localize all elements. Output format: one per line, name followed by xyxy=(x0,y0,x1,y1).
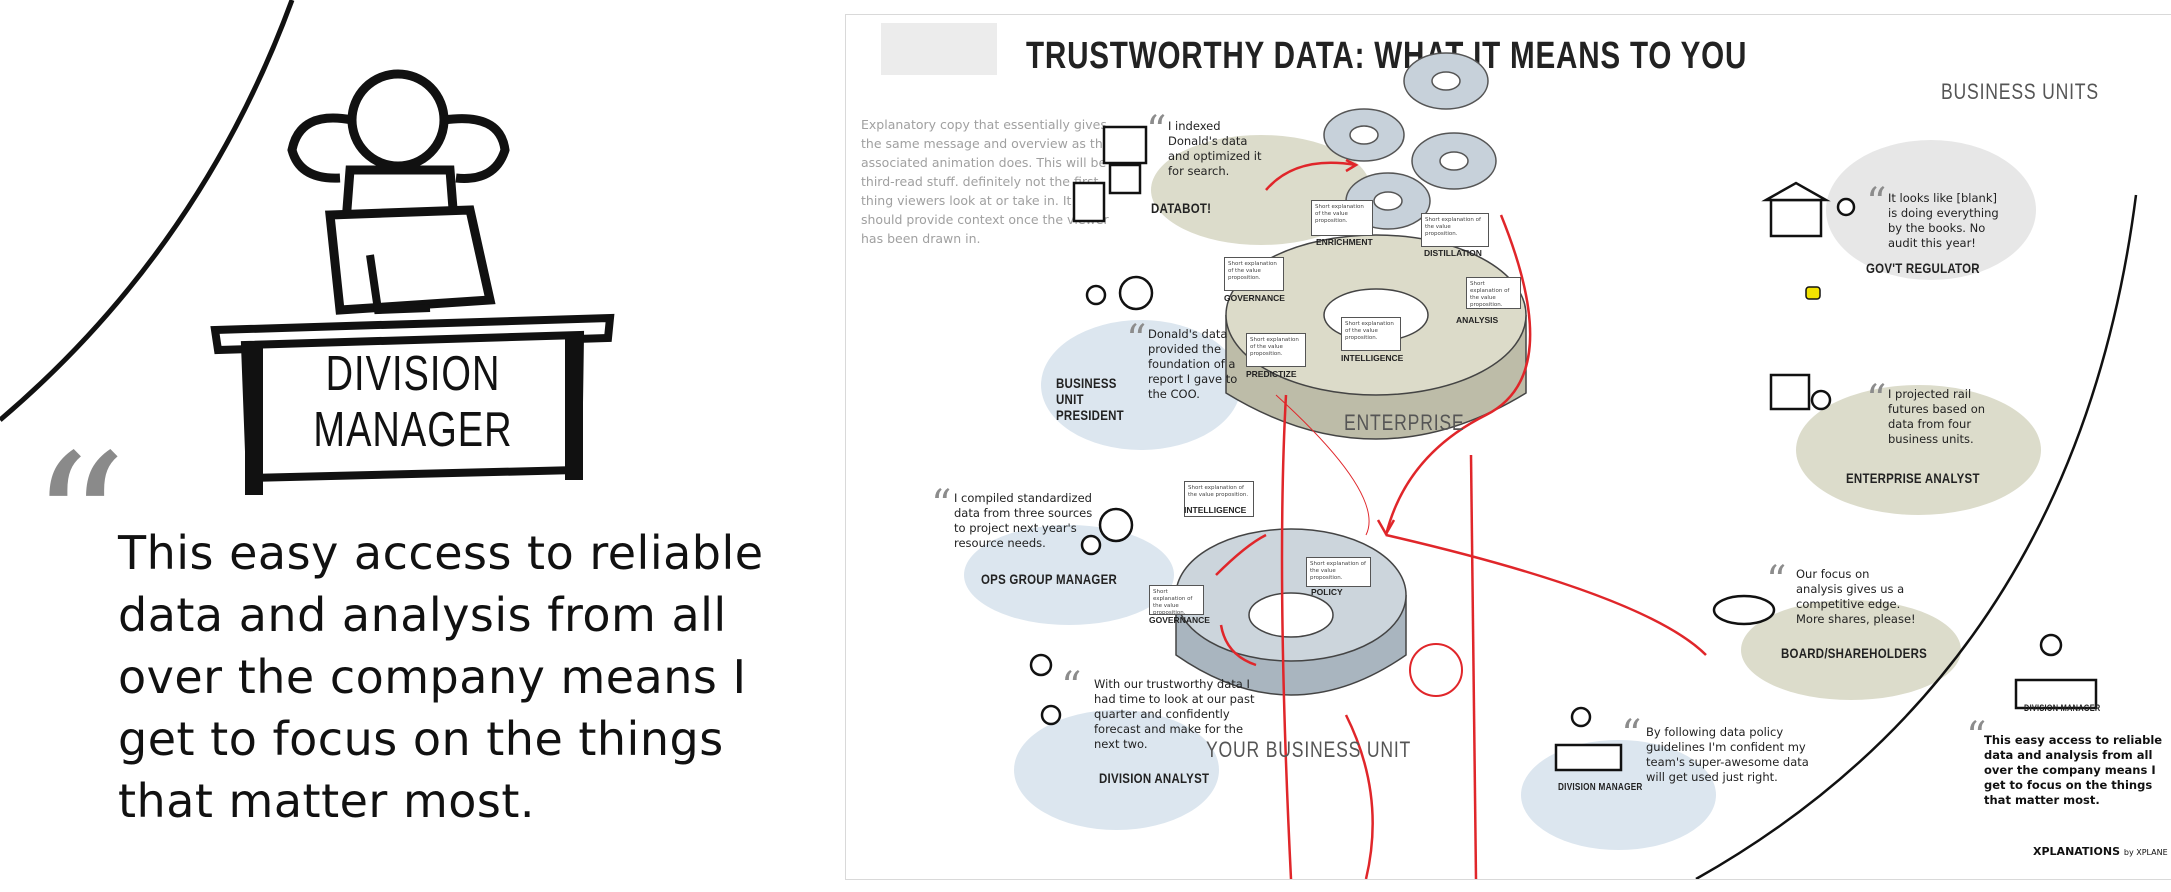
segment-governance: GOVERNANCE xyxy=(1224,293,1285,303)
division-analyst-role: DIVISION ANALYST xyxy=(1099,770,1210,786)
unit-segment-intelligence: INTELLIGENCE xyxy=(1184,505,1247,515)
poster: TRUSTWORTHY DATA: WHAT IT MEANS TO YOU E… xyxy=(845,14,2171,880)
regulator-role: GOV'T REGULATOR xyxy=(1866,260,1980,276)
segment-card: Short explanation of the value propositi… xyxy=(1224,257,1284,291)
segment-enrichment: ENRICHMENT xyxy=(1316,237,1373,247)
division-manager-quote: By following data policy guidelines I'm … xyxy=(1646,725,1809,784)
bu-president-role: BUSINESS UNIT PRESIDENT xyxy=(1056,375,1124,423)
ops-manager-quote: I compiled standardized data from three … xyxy=(954,491,1093,550)
enterprise-analyst-role: ENTERPRISE ANALYST xyxy=(1846,470,1980,486)
mini-manager-head xyxy=(2039,633,2063,657)
quote-mark-icon: “ xyxy=(1146,108,1167,154)
mini-desk-icon xyxy=(2014,678,2098,710)
enterprise-label: ENTERPRISE xyxy=(1344,410,1465,435)
xplanations-logo: XPLANATIONS by XPLANE xyxy=(2033,845,2168,858)
quote-mark-icon: “ xyxy=(30,414,128,635)
persona-icons xyxy=(1029,125,2098,772)
speech-icon xyxy=(1805,286,1821,300)
unit-segment-governance: GOVERNANCE xyxy=(1149,615,1210,625)
your-business-unit-label: YOUR BUSINESS UNIT xyxy=(1206,737,1412,762)
segment-intelligence: INTELLIGENCE xyxy=(1341,353,1404,363)
databot-quote: I indexed Donald's data and optimized it… xyxy=(1168,119,1262,178)
business-unit-ring-3 xyxy=(1411,132,1497,190)
logo-main: XPLANATIONS xyxy=(2033,845,2121,858)
courthouse-icon xyxy=(1761,181,1831,238)
enterprise-analyst-quote: I projected rail futures based on data f… xyxy=(1888,387,1986,446)
regulator-head xyxy=(1836,197,1856,217)
zoom-quote: This easy access to reliable data and an… xyxy=(118,526,764,828)
division-analyst-blob xyxy=(1014,710,1219,830)
logo-placeholder xyxy=(881,23,997,75)
ops-manager-head xyxy=(1080,534,1102,556)
quote-mark-icon: “ xyxy=(1766,558,1787,604)
board-table-icon xyxy=(1712,594,1776,626)
quote-mark-icon: “ xyxy=(931,482,952,528)
business-units-label: BUSINESS UNITS xyxy=(1941,79,2099,104)
desk-icon xyxy=(1554,743,1623,772)
regulator-blob xyxy=(1826,140,2036,280)
board-blob xyxy=(1741,600,1961,700)
segment-card: Short explanation of the value propositi… xyxy=(1246,333,1306,367)
business-unit-ring-2 xyxy=(1403,52,1489,110)
division-manager-role: DIVISION MANAGER xyxy=(1558,782,1643,793)
logo-sub: by XPLANE xyxy=(2123,848,2168,857)
segment-card: Short explanation of the value propositi… xyxy=(1311,200,1373,236)
zoom-panel: DIVISION MANAGER “ This easy access to r… xyxy=(0,0,840,892)
robot-icon xyxy=(1072,125,1148,223)
mini-desk-label: DIVISION MANAGER xyxy=(2024,703,2101,713)
report-icon xyxy=(1098,507,1134,543)
person-left-arm xyxy=(287,113,353,183)
enterprise-analyst-blob xyxy=(1796,385,2041,515)
person-right-arm xyxy=(443,114,510,183)
laptop xyxy=(325,205,496,315)
board-role: BOARD/SHAREHOLDERS xyxy=(1781,645,1928,661)
division-manager-illustration xyxy=(0,0,615,495)
lightbulb-icon xyxy=(1029,653,1053,677)
mini-quote: This easy access to reliable data and an… xyxy=(1984,733,2163,807)
regulator-quote: It looks like [blank] is doing everythin… xyxy=(1888,191,1999,250)
quote-mark-icon: “ xyxy=(1621,712,1642,758)
panel-divider-line xyxy=(0,0,295,422)
segment-predictize: PREDICTIZE xyxy=(1246,369,1297,379)
ops-manager-blob xyxy=(964,525,1174,625)
division-manager-head xyxy=(1570,706,1592,728)
explanatory-copy: Explanatory copy that essentially gives … xyxy=(861,117,1111,246)
desk-leg-right xyxy=(565,335,583,480)
ops-manager-role: OPS GROUP MANAGER xyxy=(981,571,1118,587)
segment-distillation: DISTILLATION xyxy=(1424,248,1482,258)
division-analyst-quote: With our trustworthy data I had time to … xyxy=(1094,677,1255,751)
report-icon xyxy=(1118,275,1154,311)
business-unit-ring-1 xyxy=(1323,108,1405,162)
quote-mark-icon: “ xyxy=(1061,664,1082,710)
segment-card: Short explanation of the value propositi… xyxy=(1341,317,1401,351)
president-head xyxy=(1085,284,1107,306)
quote-mark-icon: “ xyxy=(1126,317,1147,363)
segment-card: Short explanation of the value propositi… xyxy=(1184,481,1254,517)
poster-arc-line xyxy=(1695,194,2138,879)
analyst-head xyxy=(1810,389,1832,411)
segment-analysis: ANALYSIS xyxy=(1456,315,1499,325)
segment-card: Short explanation of the value propositi… xyxy=(1306,557,1371,587)
division-analyst-head xyxy=(1040,704,1062,726)
poster-title: TRUSTWORTHY DATA: WHAT IT MEANS TO YOU xyxy=(1026,35,1748,77)
segment-card: Short explanation of the value propositi… xyxy=(1466,277,1521,309)
bu-president-quote: Donald's data provided the foundation of… xyxy=(1148,327,1238,401)
quote-mark-icon: “ xyxy=(1966,714,1987,760)
bu-president-blob xyxy=(1041,320,1241,450)
desk-label: DIVISION MANAGER xyxy=(313,347,513,458)
segment-card: Short explanation of the value propositi… xyxy=(1421,213,1489,247)
segment-card: Short explanation of the value propositi… xyxy=(1149,585,1204,616)
red-flow-arrows xyxy=(1215,158,1707,879)
unit-segment-policy: POLICY xyxy=(1311,587,1343,597)
board-quote: Our focus on analysis gives us a competi… xyxy=(1796,567,1916,626)
chart-board-icon xyxy=(1769,373,1811,411)
databot-role: DATABOT! xyxy=(1151,200,1212,216)
desk-leg-left xyxy=(245,345,263,495)
quote-mark-icon: “ xyxy=(1866,180,1887,226)
quote-mark-icon: “ xyxy=(1866,377,1887,423)
person-head xyxy=(347,69,449,171)
